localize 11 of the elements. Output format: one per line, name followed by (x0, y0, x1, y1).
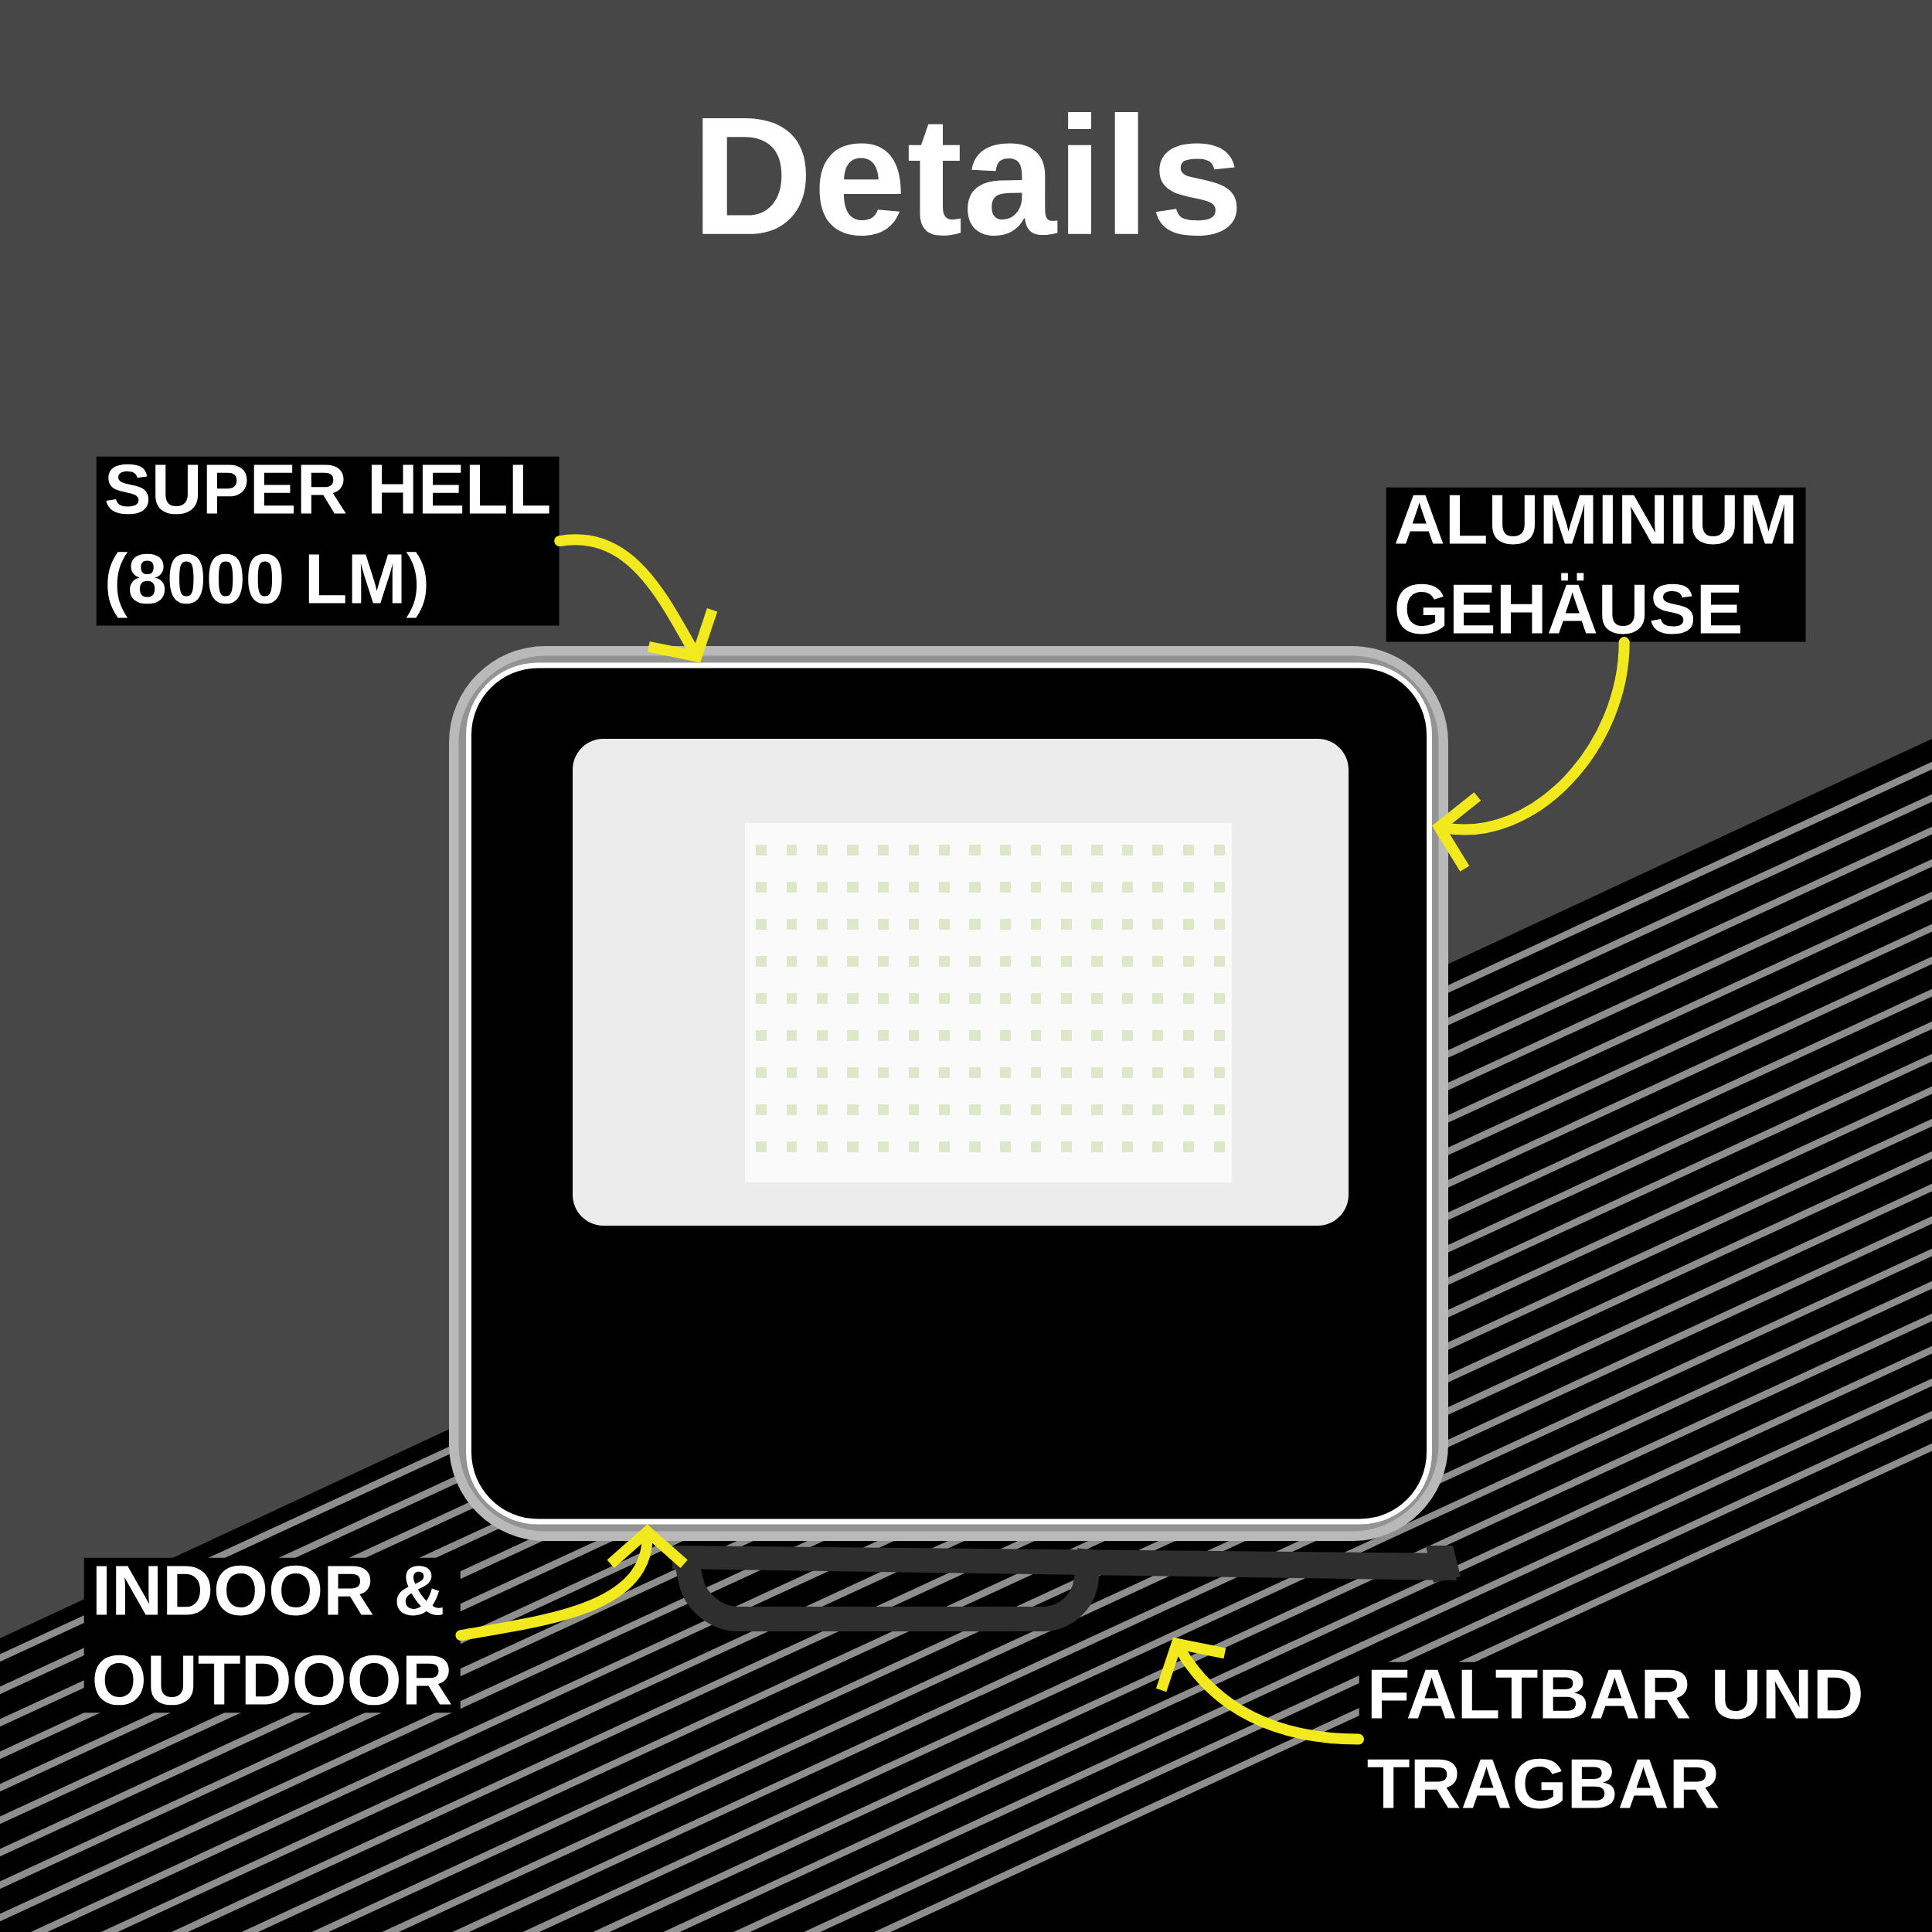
curved-arrow (554, 534, 718, 663)
title: Details (702, 112, 1237, 236)
curved-arrow (455, 1524, 688, 1641)
floodlight-drawing (449, 645, 1449, 1541)
curved-arrow (1432, 637, 1630, 872)
callout-label: SUPER HELL (8000 LM) (96, 456, 560, 626)
callout-label: FALTBAR UND TRAGBAR (1359, 1662, 1872, 1817)
curved-arrow (1155, 1637, 1364, 1745)
bracket-drawing (672, 1546, 1461, 1631)
callout-label: INDOOR & OUTDOOR (83, 1557, 461, 1713)
callout-label: ALUMINIUM GEHÄUSE (1386, 487, 1806, 642)
